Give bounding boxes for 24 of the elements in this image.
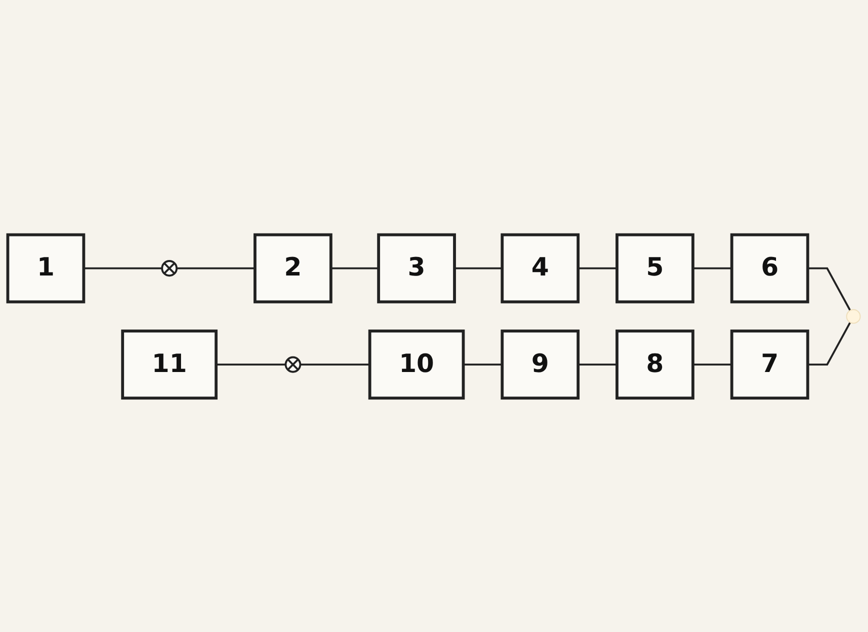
connector	[808, 266, 851, 310]
connector	[463, 363, 502, 366]
node-box: 7	[730, 329, 810, 400]
node-box: 8	[616, 329, 694, 400]
connector	[578, 266, 617, 269]
connector	[808, 322, 851, 366]
connector	[176, 266, 255, 269]
connector	[692, 363, 732, 366]
connector	[578, 363, 617, 366]
connector	[216, 363, 286, 366]
node-box: 6	[730, 232, 810, 303]
connector	[692, 266, 732, 269]
connector	[300, 363, 370, 366]
node-box: 10	[368, 329, 465, 400]
node-box: 1	[6, 232, 86, 303]
connector	[330, 266, 379, 269]
connector	[454, 266, 502, 269]
node-box: 2	[254, 232, 332, 303]
node-box: 4	[500, 232, 580, 303]
node-box: 3	[377, 232, 456, 303]
connector	[84, 266, 162, 269]
node-box: 9	[500, 329, 580, 400]
node-box: 5	[616, 232, 694, 303]
node-box: 11	[121, 329, 218, 400]
